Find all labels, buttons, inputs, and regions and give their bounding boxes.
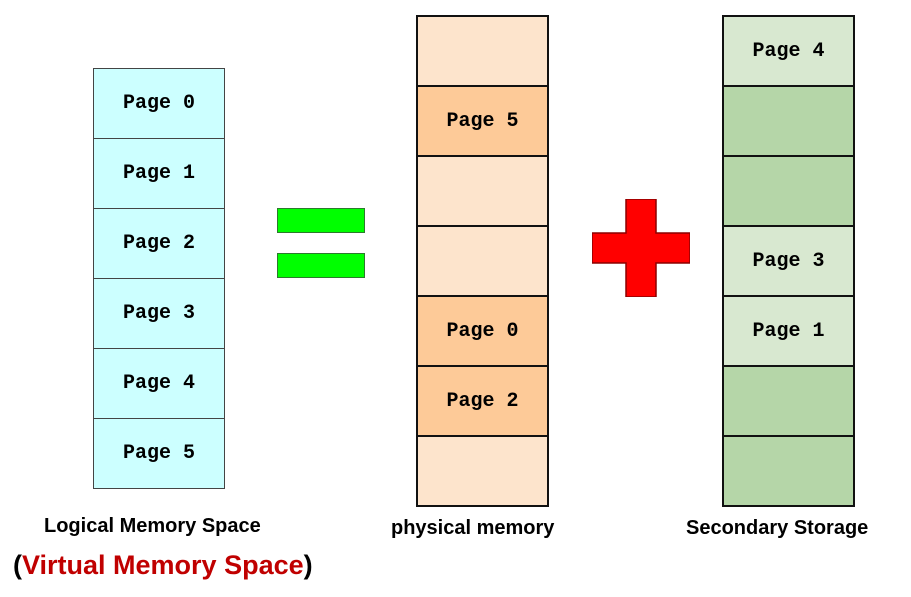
logical-page-cell: Page 5 bbox=[94, 419, 224, 489]
storage-block-cell bbox=[724, 367, 853, 437]
open-paren: ( bbox=[13, 550, 22, 580]
plus-sign bbox=[592, 199, 690, 297]
physical-frame-cell bbox=[418, 227, 547, 297]
secondary-storage-column: Page 4 Page 3 Page 1 bbox=[722, 15, 855, 507]
physical-frame-cell bbox=[418, 437, 547, 507]
logical-page-cell: Page 2 bbox=[94, 209, 224, 279]
physical-frame-cell bbox=[418, 157, 547, 227]
physical-memory-column: Page 5 Page 0 Page 2 bbox=[416, 15, 549, 507]
storage-block-cell bbox=[724, 87, 853, 157]
plus-sign-shape bbox=[592, 199, 690, 297]
storage-block-cell bbox=[724, 437, 853, 507]
virtual-memory-text: Virtual Memory Space bbox=[22, 550, 304, 580]
logical-memory-label: Logical Memory Space bbox=[44, 515, 261, 537]
logical-memory-column: Page 0 Page 1 Page 2 Page 3 Page 4 Page … bbox=[93, 68, 225, 489]
close-paren: ) bbox=[303, 550, 313, 580]
storage-block-cell bbox=[724, 157, 853, 227]
secondary-storage-label: Secondary Storage bbox=[686, 517, 869, 539]
logical-page-cell: Page 1 bbox=[94, 139, 224, 209]
physical-frame-cell: Page 5 bbox=[418, 87, 547, 157]
storage-block-cell: Page 4 bbox=[724, 17, 853, 87]
physical-memory-label: physical memory bbox=[391, 517, 555, 539]
equals-sign-bottom-bar bbox=[277, 253, 365, 278]
physical-frame-cell: Page 2 bbox=[418, 367, 547, 437]
virtual-memory-label: (Virtual Memory Space) bbox=[13, 550, 313, 581]
logical-page-cell: Page 3 bbox=[94, 279, 224, 349]
physical-frame-cell: Page 0 bbox=[418, 297, 547, 367]
logical-page-cell: Page 4 bbox=[94, 349, 224, 419]
physical-frame-cell bbox=[418, 17, 547, 87]
storage-block-cell: Page 1 bbox=[724, 297, 853, 367]
storage-block-cell: Page 3 bbox=[724, 227, 853, 297]
equals-sign-top-bar bbox=[277, 208, 365, 233]
logical-page-cell: Page 0 bbox=[94, 69, 224, 139]
